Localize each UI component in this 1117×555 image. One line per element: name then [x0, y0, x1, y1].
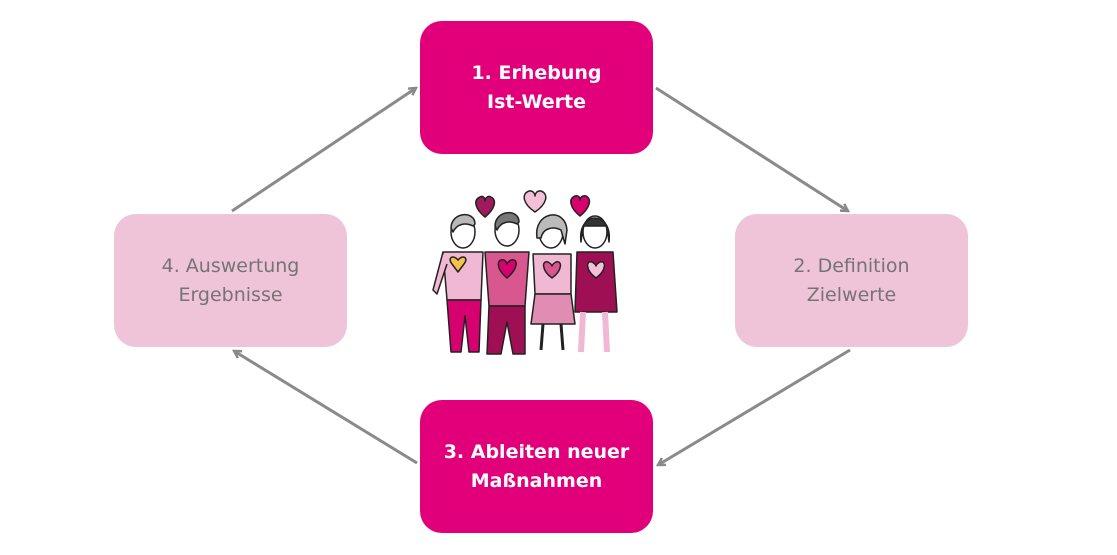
- heart-icon: [523, 190, 547, 213]
- step-1-box: 1. Erhebung Ist-Werte: [420, 21, 653, 154]
- step-4-line2: Ergebnisse: [178, 283, 283, 306]
- heart-icon: [570, 195, 591, 217]
- person-icon: [484, 212, 530, 355]
- arrow-1-to-2: [655, 86, 848, 211]
- arrow-4-to-1: [231, 88, 416, 213]
- step-2-line2: Zielwerte: [806, 283, 897, 306]
- step-1-line1: 1. Erhebung: [471, 61, 602, 84]
- arrow-3-to-4: [234, 351, 418, 465]
- person-icon: [432, 214, 484, 353]
- person-icon: [574, 215, 618, 353]
- step-3-line1: 3. Ableiten neuer: [443, 440, 630, 463]
- step-2-box: 2. Definition Zielwerte: [735, 214, 968, 347]
- step-4-box: 4. Auswertung Ergebnisse: [114, 214, 347, 347]
- person-icon: [530, 214, 576, 351]
- heart-icon: [475, 195, 496, 218]
- arrow-2-to-3: [658, 348, 851, 465]
- step-2-line1: 2. Definition: [793, 254, 910, 277]
- step-4-line1: 4. Auswertung: [161, 254, 300, 277]
- people-illustration: [432, 190, 618, 355]
- step-3-line2: Maßnahmen: [470, 469, 603, 492]
- step-1-line2: Ist-Werte: [487, 90, 586, 113]
- step-3-box: 3. Ableiten neuer Maßnahmen: [420, 400, 653, 533]
